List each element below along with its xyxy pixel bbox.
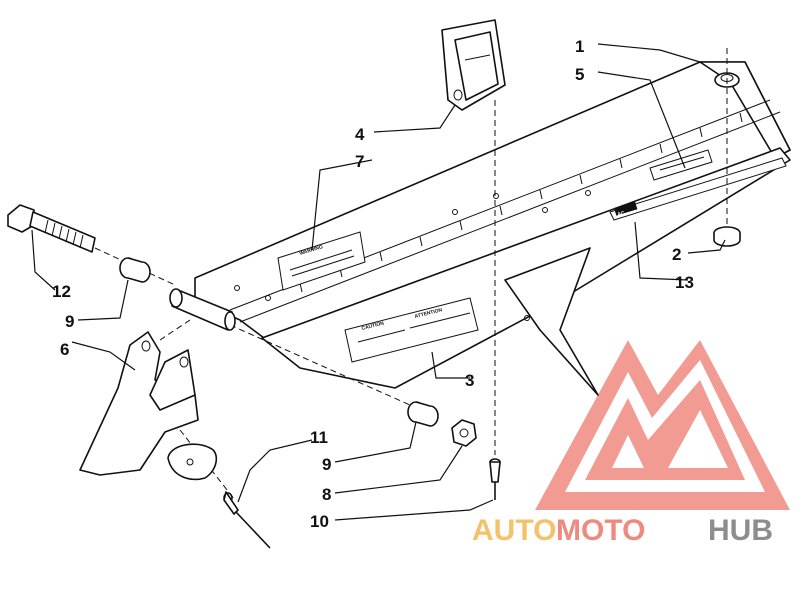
callout-8: 8 (322, 485, 331, 504)
callout-11: 11 (310, 428, 328, 447)
part-bolt (7, 204, 96, 253)
hinge-ticks (299, 112, 743, 293)
callout-9-lower: 9 (322, 455, 331, 474)
part-washer-plate (167, 443, 218, 481)
callouts: 1 5 4 7 2 13 3 6 12 9 9 8 10 11 (52, 37, 694, 531)
watermark-text: AUTO MOTO HUB (472, 514, 773, 547)
callout-4: 4 (355, 125, 365, 144)
svg-text:CAUTION: CAUTION (361, 321, 385, 332)
svg-text:AC: AC (617, 210, 626, 218)
part-bushing-upper (119, 257, 151, 283)
watermark-logo (535, 340, 790, 510)
callout-2: 2 (672, 245, 681, 264)
part-nut (451, 419, 477, 447)
part-rivet (489, 458, 501, 500)
callout-1: 1 (575, 37, 584, 56)
callout-9-upper: 9 (65, 312, 74, 331)
decal-ac-strip: AC (609, 157, 787, 221)
callout-6: 6 (60, 340, 69, 359)
part-mount-bracket (79, 319, 236, 501)
watermark-auto: AUTO (472, 514, 556, 547)
callout-12: 12 (52, 282, 71, 301)
part-bumper (713, 226, 741, 247)
bolt-axis-lower (229, 324, 411, 406)
decal-caution-attention: CAUTION ATTENTION (344, 297, 479, 363)
callout-3: 3 (465, 371, 474, 390)
rivet-holes (234, 190, 591, 321)
callout-10: 10 (310, 512, 329, 531)
part-hinge-tube (169, 288, 236, 331)
part-bracket-clip (441, 19, 506, 111)
part-bushing-lower (407, 401, 439, 427)
callout-7: 7 (355, 152, 364, 171)
watermark-moto: MOTO (556, 514, 645, 547)
callout-13: 13 (675, 273, 694, 292)
leader-lines (31, 43, 726, 521)
watermark-hub: HUB (708, 514, 773, 547)
callout-5: 5 (575, 65, 584, 84)
part-pin (223, 491, 271, 549)
decal-side (649, 149, 713, 181)
decal-warning-top: WARNING (277, 231, 366, 291)
